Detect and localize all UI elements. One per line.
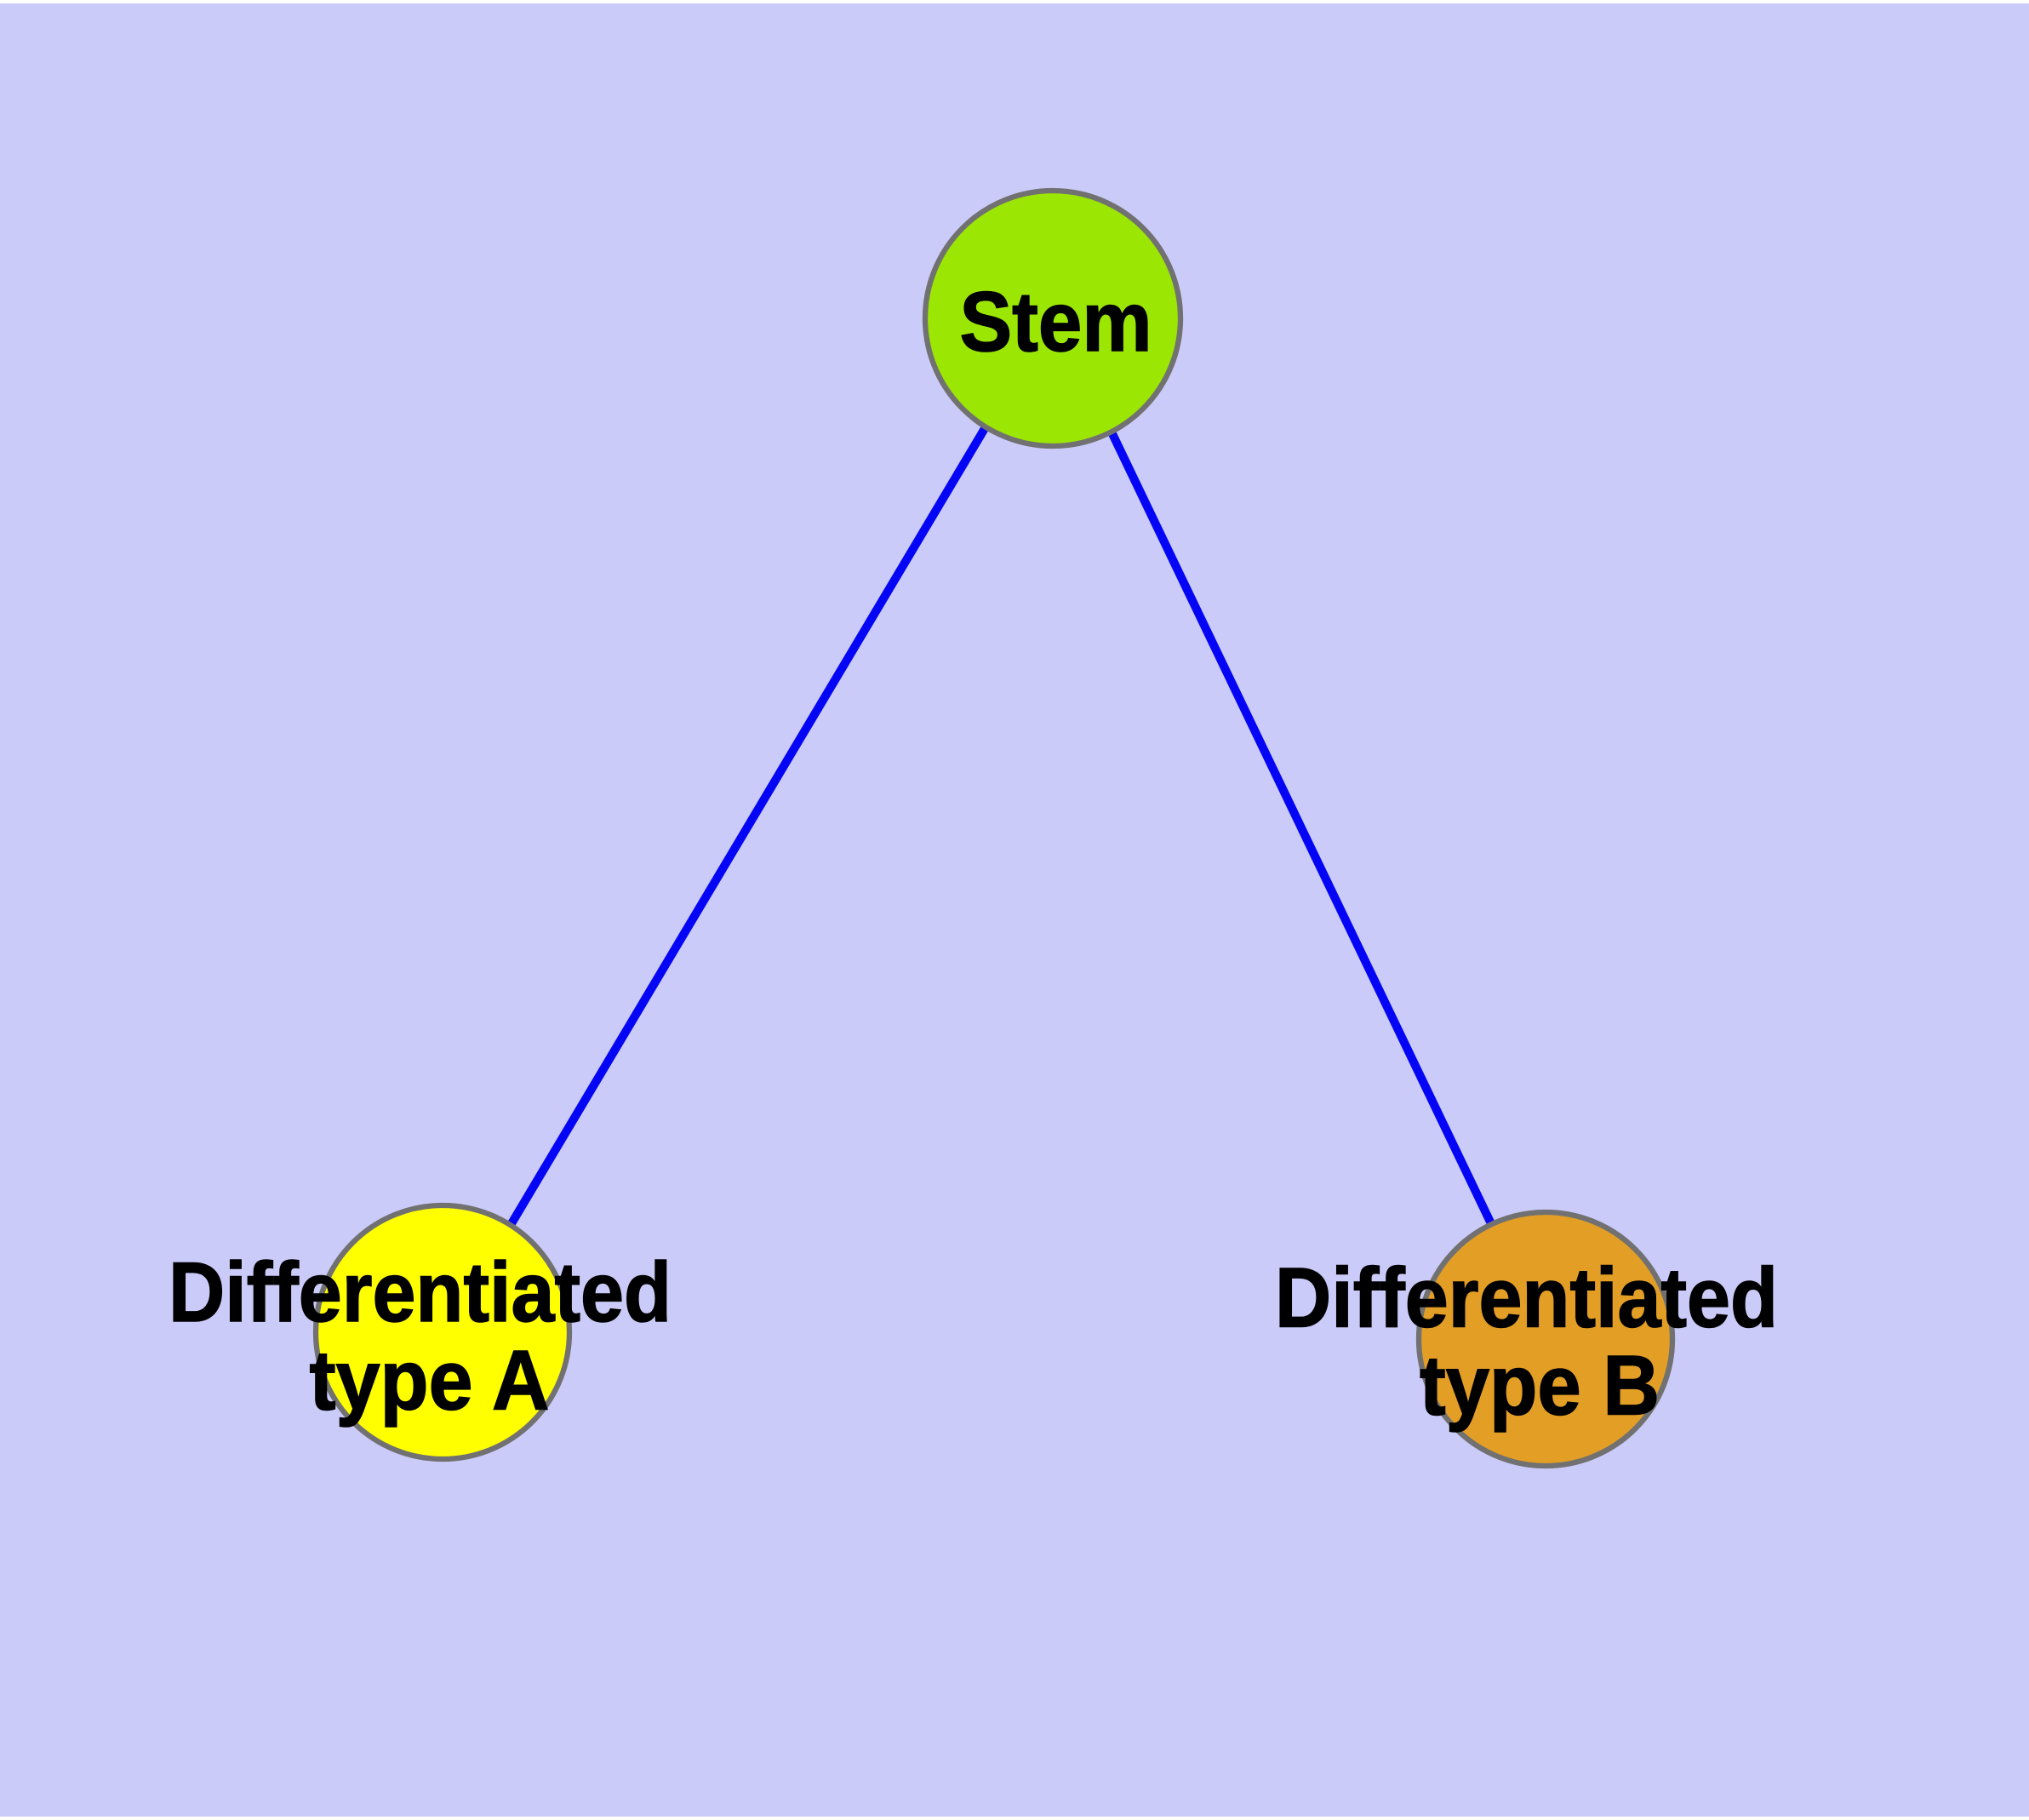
svg-text:Differentiated: Differentiated (1275, 1251, 1778, 1345)
svg-text:Stem: Stem (960, 274, 1152, 369)
svg-text:type B: type B (1420, 1338, 1660, 1433)
svg-text:type A: type A (310, 1333, 550, 1428)
svg-text:Differentiated: Differentiated (169, 1245, 672, 1339)
